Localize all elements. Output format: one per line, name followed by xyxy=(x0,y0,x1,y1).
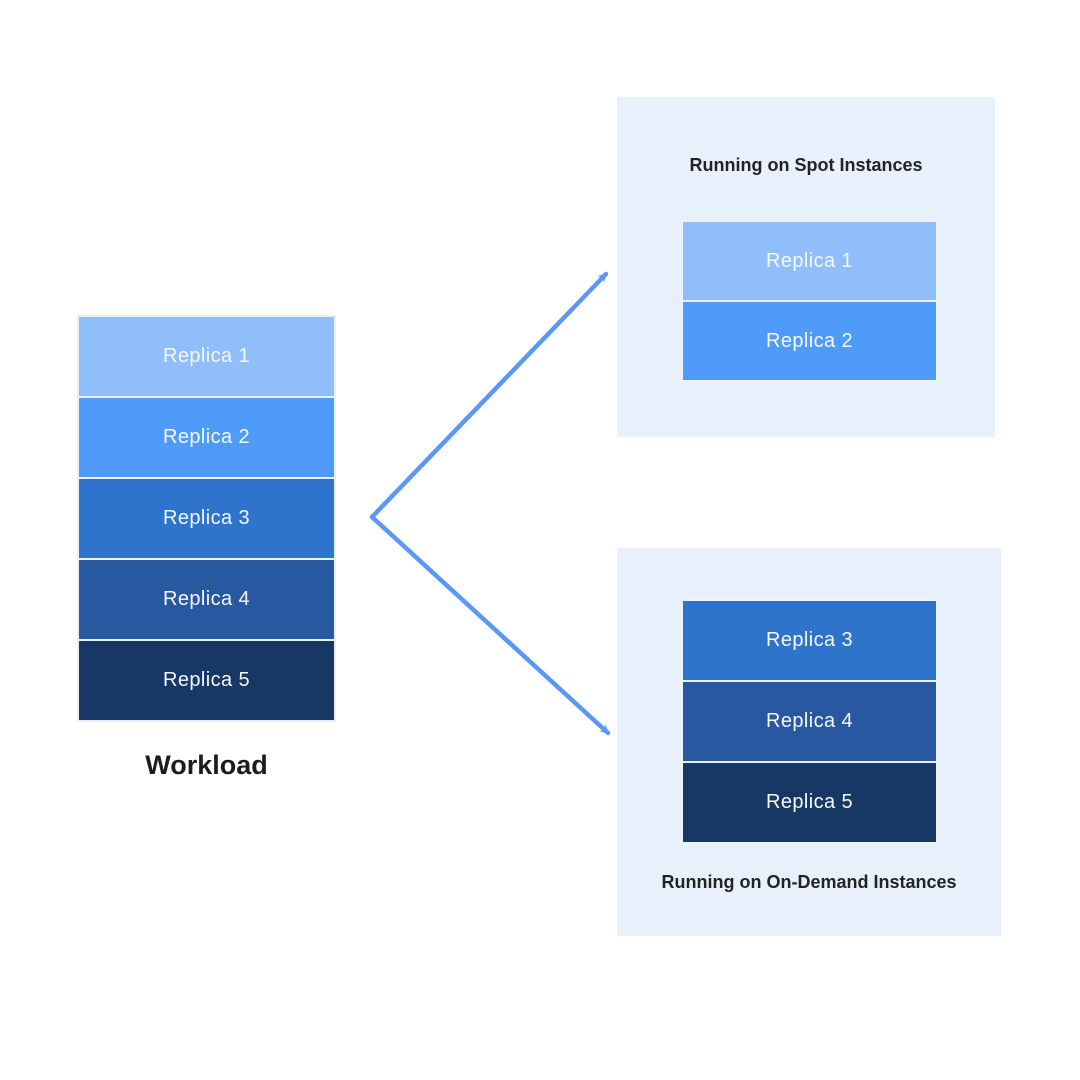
spot-replica-2: Replica 2 xyxy=(683,300,936,380)
workload-label: Workload xyxy=(145,750,268,780)
spot-stack: Replica 1 Replica 2 xyxy=(681,220,938,382)
ondemand-replica-5: Replica 5 xyxy=(683,761,936,842)
spot-panel-title: Running on Spot Instances xyxy=(689,155,923,175)
spot-replica-1: Replica 1 xyxy=(683,222,936,300)
workload-replica-3: Replica 3 xyxy=(79,477,334,558)
ondemand-stack: Replica 3 Replica 4 Replica 5 xyxy=(681,599,938,844)
ondemand-replica-4: Replica 4 xyxy=(683,680,936,761)
ondemand-instances-panel: Replica 3 Replica 4 Replica 5 Running on… xyxy=(617,548,1001,936)
workload-replica-5: Replica 5 xyxy=(79,639,334,720)
workload-replica-2: Replica 2 xyxy=(79,396,334,477)
workload-replica-1: Replica 1 xyxy=(79,317,334,396)
arrow-to-ondemand xyxy=(369,514,611,736)
ondemand-panel-title: Running on On-Demand Instances xyxy=(661,872,957,892)
workload-stack: Replica 1 Replica 2 Replica 3 Replica 4 … xyxy=(77,315,336,722)
spot-instances-panel: Running on Spot Instances Replica 1 Repl… xyxy=(617,97,995,437)
workload-replica-4: Replica 4 xyxy=(79,558,334,639)
arrow-to-spot xyxy=(369,271,609,520)
ondemand-replica-3: Replica 3 xyxy=(683,601,936,680)
